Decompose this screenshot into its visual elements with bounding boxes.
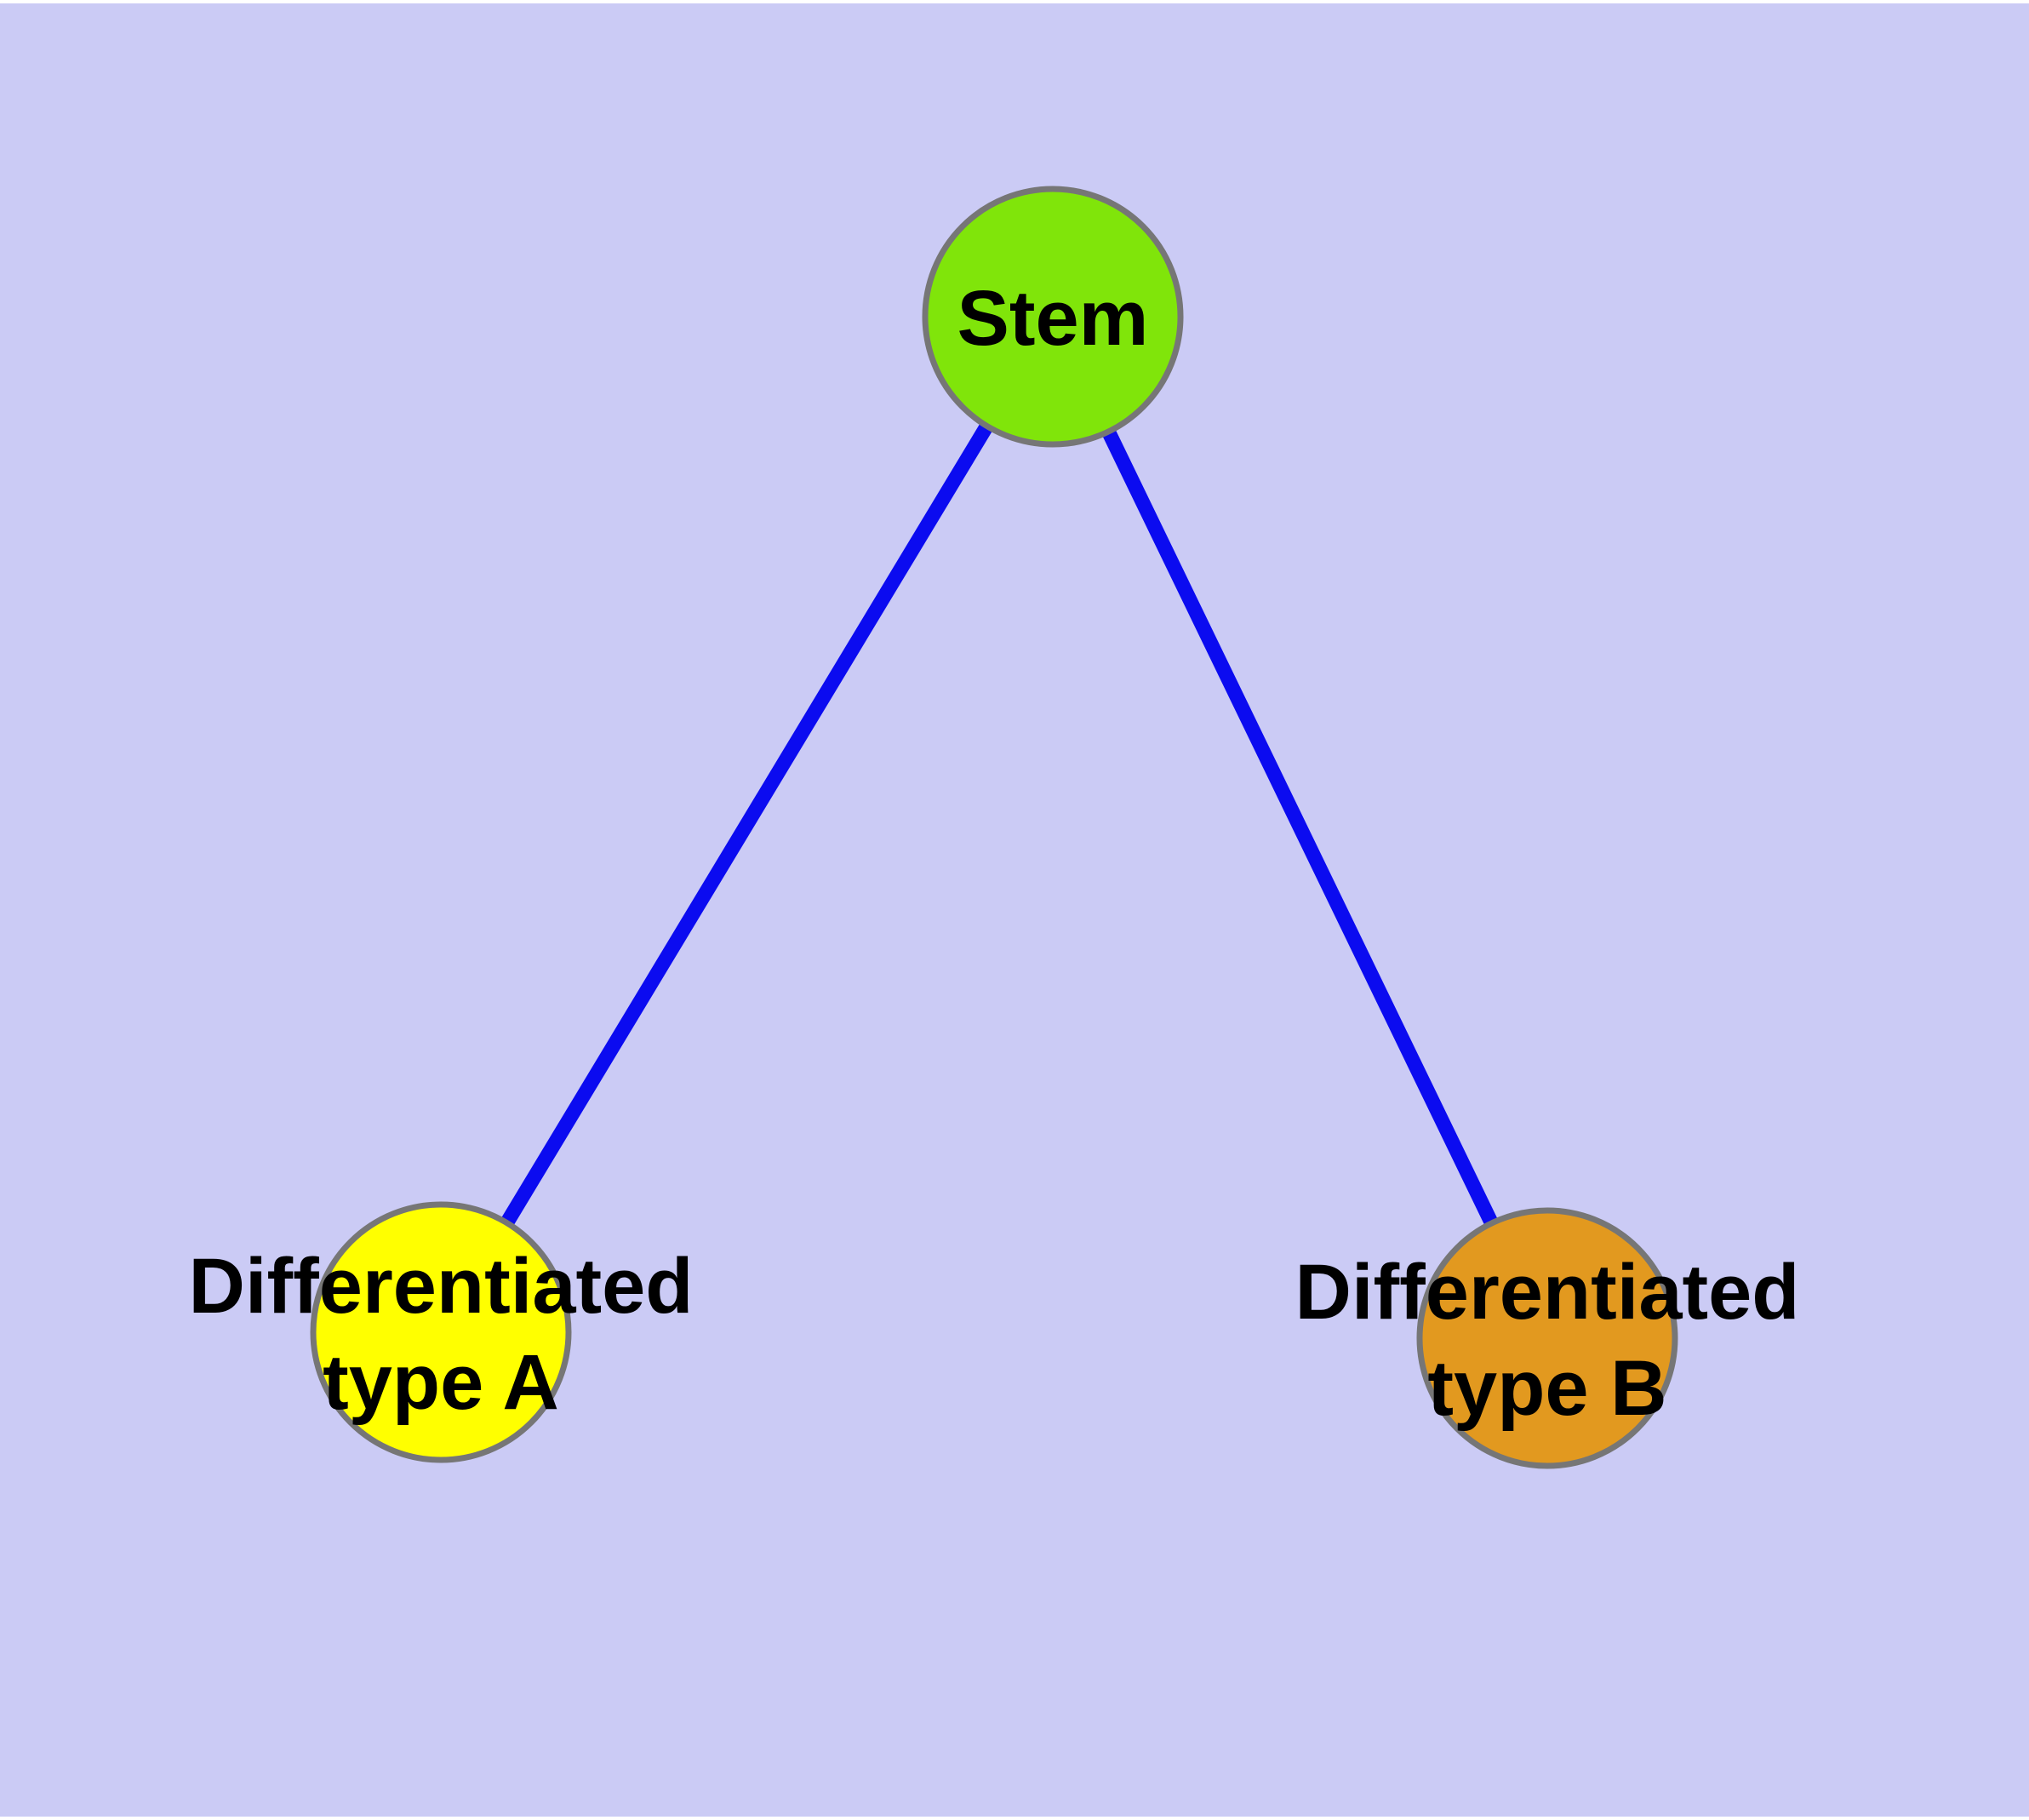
edge-stem-to-type-b: [1046, 313, 1554, 1342]
node-differentiated-type-a: [310, 1201, 572, 1463]
node-type-a-label-line1: Differentiated: [189, 1243, 694, 1330]
edge-stem-to-type-a: [434, 312, 1060, 1336]
node-stem-label: Stem: [957, 275, 1149, 362]
node-type-b-label-line2: type B: [1427, 1345, 1666, 1432]
node-stem: [922, 186, 1184, 448]
node-type-b-label-line1: Differentiated: [1295, 1249, 1800, 1336]
node-type-a-label-line2: type A: [323, 1339, 559, 1426]
node-differentiated-type-b: [1416, 1207, 1678, 1469]
